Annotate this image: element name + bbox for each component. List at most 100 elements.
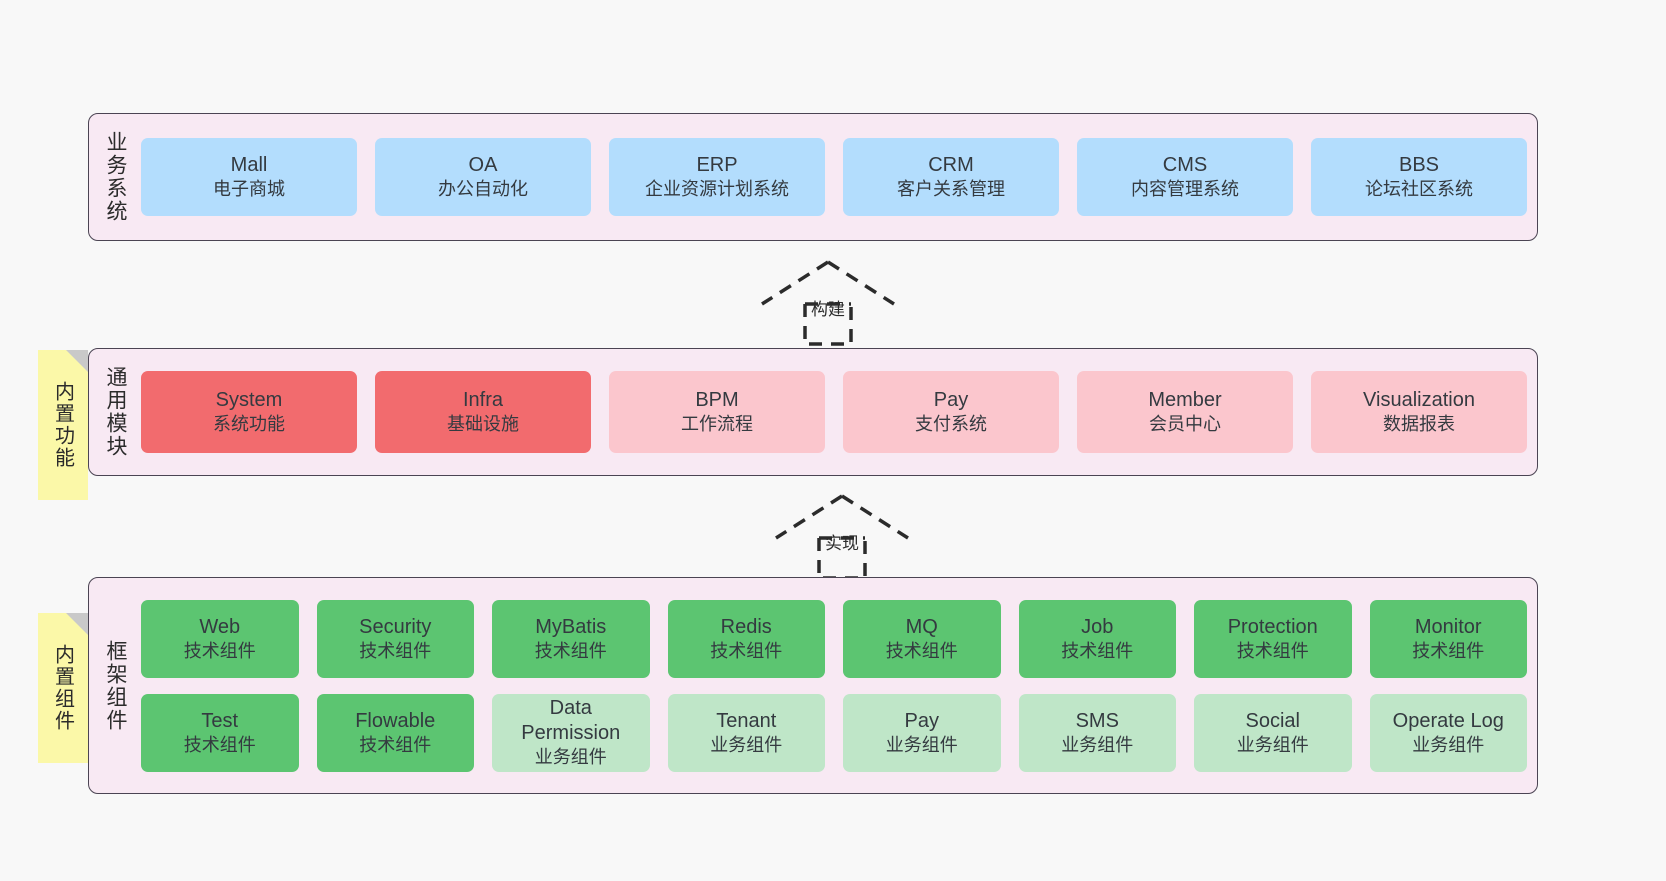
card-flowable[interactable]: Flowable 技术组件 xyxy=(316,693,474,772)
card-system[interactable]: System 系统功能 xyxy=(141,371,357,453)
card-test[interactable]: Test 技术组件 xyxy=(141,693,299,772)
card-pay-module-desc: 支付系统 xyxy=(915,414,987,435)
card-system-desc: 系统功能 xyxy=(213,414,285,435)
card-infra-title: Infra xyxy=(462,389,504,412)
card-redis[interactable]: Redis 技术组件 xyxy=(667,599,825,678)
common-module-layer-label: 通用模块 xyxy=(104,366,127,458)
card-mybatis-title: MyBatis xyxy=(535,615,607,638)
sticky-note-builtin-features-label: 内置功能 xyxy=(51,381,74,469)
card-bpm[interactable]: BPM 工作流程 xyxy=(609,371,825,453)
common-module-layer: 通用模块 System 系统功能 Infra 基础设施 BPM 工作流程 Pay… xyxy=(88,348,1538,476)
note-fold-corner-icon-2 xyxy=(66,613,88,635)
card-security-title: Security xyxy=(359,615,432,638)
card-web[interactable]: Web 技术组件 xyxy=(141,599,299,678)
card-social[interactable]: Social 业务组件 xyxy=(1194,693,1352,772)
card-mq-desc: 技术组件 xyxy=(885,640,958,661)
card-oa[interactable]: OA 办公自动化 xyxy=(375,138,591,216)
card-redis-title: Redis xyxy=(720,615,772,638)
card-protection[interactable]: Protection 技术组件 xyxy=(1194,599,1352,678)
card-oa-desc: 办公自动化 xyxy=(438,179,528,200)
card-mybatis-desc: 技术组件 xyxy=(534,640,607,661)
card-job[interactable]: Job 技术组件 xyxy=(1018,599,1176,678)
card-monitor-desc: 技术组件 xyxy=(1412,640,1485,661)
business-system-row: Mall 电子商城 OA 办公自动化 ERP 企业资源计划系统 CRM 客户关系… xyxy=(141,138,1527,216)
sticky-note-builtin-features: 内置功能 xyxy=(38,350,88,500)
card-pay-module-title: Pay xyxy=(933,389,969,412)
card-system-title: System xyxy=(215,389,283,412)
card-tenant-title: Tenant xyxy=(716,709,777,732)
card-bbs[interactable]: BBS 论坛社区系统 xyxy=(1311,138,1527,216)
card-redis-desc: 技术组件 xyxy=(710,640,783,661)
common-module-row: System 系统功能 Infra 基础设施 BPM 工作流程 Pay 支付系统… xyxy=(141,371,1527,453)
business-system-layer-body: Mall 电子商城 OA 办公自动化 ERP 企业资源计划系统 CRM 客户关系… xyxy=(141,114,1537,240)
card-mall-title: Mall xyxy=(230,154,268,177)
card-tenant-desc: 业务组件 xyxy=(710,734,783,755)
card-crm-title: CRM xyxy=(928,154,974,177)
card-visualization-desc: 数据报表 xyxy=(1383,414,1455,435)
card-mq[interactable]: MQ 技术组件 xyxy=(843,599,1001,678)
card-member[interactable]: Member 会员中心 xyxy=(1077,371,1293,453)
card-pay-module[interactable]: Pay 支付系统 xyxy=(843,371,1059,453)
card-cms-desc: 内容管理系统 xyxy=(1131,179,1239,200)
card-operate-log-title: Operate Log xyxy=(1392,709,1504,732)
card-sms-title: SMS xyxy=(1075,709,1119,732)
arrow-implement-shape xyxy=(775,494,909,580)
card-erp[interactable]: ERP 企业资源计划系统 xyxy=(609,138,825,216)
card-monitor[interactable]: Monitor 技术组件 xyxy=(1369,599,1527,678)
card-visualization[interactable]: Visualization 数据报表 xyxy=(1311,371,1527,453)
card-pay-component-title: Pay xyxy=(904,709,939,732)
business-system-layer-label: 业务系统 xyxy=(104,131,127,223)
card-test-title: Test xyxy=(201,709,239,732)
card-cms[interactable]: CMS 内容管理系统 xyxy=(1077,138,1293,216)
card-mall-desc: 电子商城 xyxy=(213,179,285,200)
card-flowable-desc: 技术组件 xyxy=(359,734,432,755)
sticky-note-builtin-components-label: 内置组件 xyxy=(51,644,74,732)
card-protection-title: Protection xyxy=(1227,615,1318,638)
card-mybatis[interactable]: MyBatis 技术组件 xyxy=(492,599,650,678)
card-cms-title: CMS xyxy=(1162,154,1208,177)
card-operate-log[interactable]: Operate Log 业务组件 xyxy=(1369,693,1527,772)
note-fold-corner-icon xyxy=(66,350,88,372)
business-system-layer: 业务系统 Mall 电子商城 OA 办公自动化 ERP 企业资源计划系统 CRM… xyxy=(88,113,1538,241)
arrow-implement: 实现 xyxy=(772,492,912,580)
arrow-build-shape xyxy=(761,260,895,346)
card-monitor-title: Monitor xyxy=(1414,615,1482,638)
framework-row-tech: Web 技术组件 Security 技术组件 MyBatis 技术组件 Redi… xyxy=(141,599,1527,678)
card-crm-desc: 客户关系管理 xyxy=(897,179,1005,200)
card-security-desc: 技术组件 xyxy=(359,640,432,661)
card-pay-component[interactable]: Pay 业务组件 xyxy=(843,693,1001,772)
card-pay-component-desc: 业务组件 xyxy=(885,734,958,755)
card-bpm-title: BPM xyxy=(695,389,739,412)
framework-row-business: Test 技术组件 Flowable 技术组件 Data Permission … xyxy=(141,693,1527,772)
framework-component-layer-label: 框架组件 xyxy=(104,639,127,732)
card-member-desc: 会员中心 xyxy=(1149,414,1221,435)
common-module-layer-body: System 系统功能 Infra 基础设施 BPM 工作流程 Pay 支付系统… xyxy=(141,349,1537,475)
card-security[interactable]: Security 技术组件 xyxy=(316,599,474,678)
card-social-title: Social xyxy=(1245,709,1300,732)
card-mq-title: MQ xyxy=(905,615,938,638)
arrow-build: 构建 xyxy=(758,258,898,346)
card-flowable-title: Flowable xyxy=(355,709,436,732)
card-data-permission[interactable]: Data Permission 业务组件 xyxy=(492,693,650,772)
card-erp-desc: 企业资源计划系统 xyxy=(645,179,789,200)
arrow-implement-label: 实现 xyxy=(825,534,859,553)
card-job-desc: 技术组件 xyxy=(1061,640,1134,661)
card-sms[interactable]: SMS 业务组件 xyxy=(1018,693,1176,772)
card-bpm-desc: 工作流程 xyxy=(681,414,753,435)
card-infra-desc: 基础设施 xyxy=(447,414,519,435)
card-mall[interactable]: Mall 电子商城 xyxy=(141,138,357,216)
card-crm[interactable]: CRM 客户关系管理 xyxy=(843,138,1059,216)
card-infra[interactable]: Infra 基础设施 xyxy=(375,371,591,453)
card-social-desc: 业务组件 xyxy=(1236,734,1309,755)
card-job-title: Job xyxy=(1081,615,1114,638)
card-protection-desc: 技术组件 xyxy=(1236,640,1309,661)
card-erp-title: ERP xyxy=(696,154,738,177)
sticky-note-builtin-components: 内置组件 xyxy=(38,613,88,763)
card-tenant[interactable]: Tenant 业务组件 xyxy=(667,693,825,772)
card-oa-title: OA xyxy=(468,154,498,177)
card-sms-desc: 业务组件 xyxy=(1061,734,1134,755)
card-bbs-desc: 论坛社区系统 xyxy=(1365,179,1473,200)
card-data-permission-title: Data Permission xyxy=(521,697,621,745)
card-member-title: Member xyxy=(1148,389,1222,412)
